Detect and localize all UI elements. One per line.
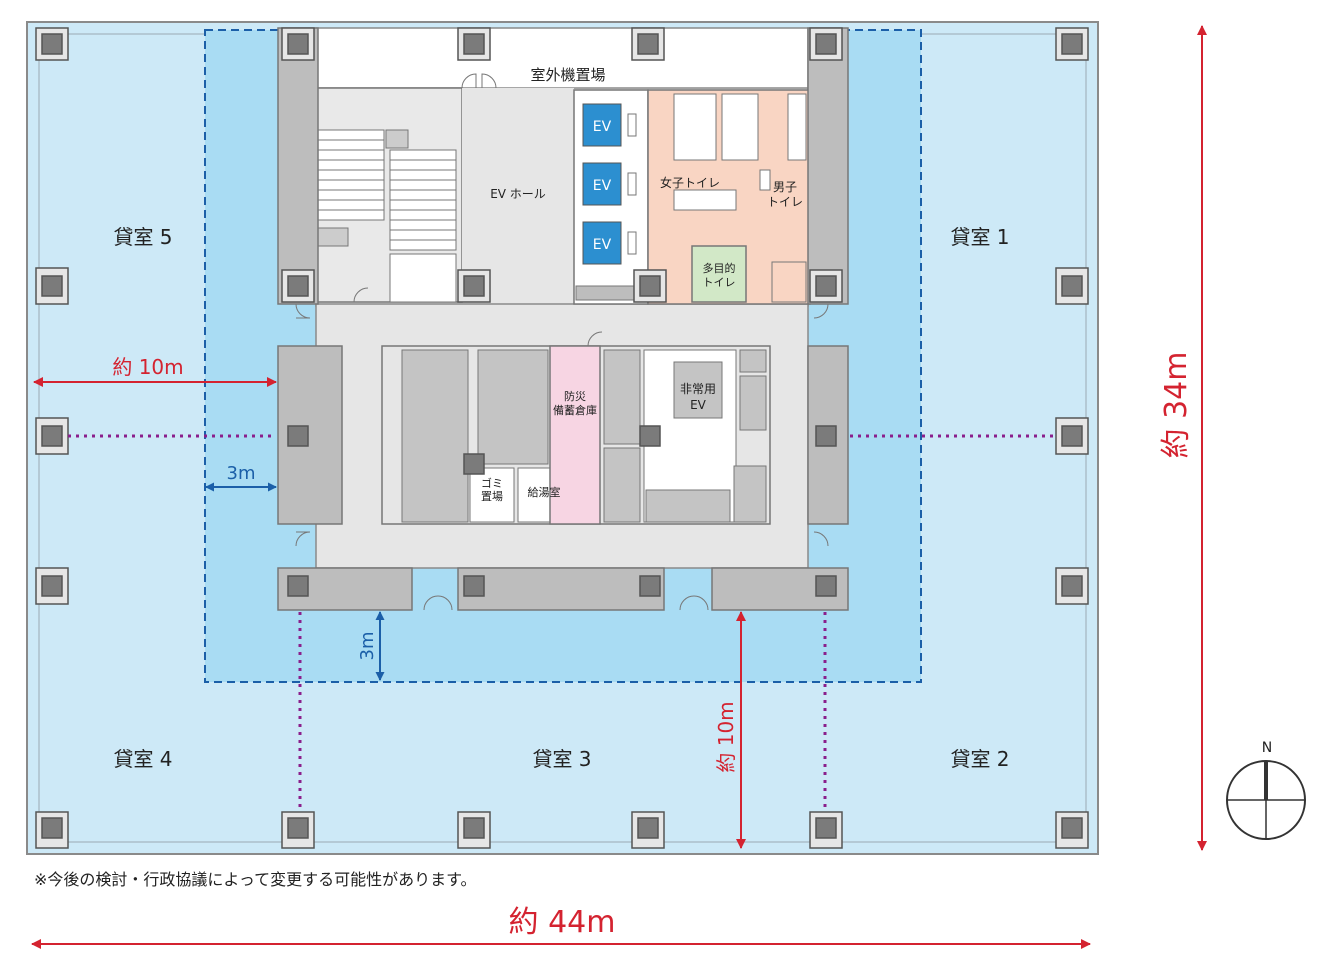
elevator-car-2 (582, 162, 622, 206)
elevator-pit-bar (575, 285, 641, 301)
mens-toilet-label-1: 男子 (773, 180, 797, 194)
mens-toilet-label-2: トイレ (767, 195, 803, 209)
width-total-label: 約 44m (509, 905, 616, 940)
womens-toilet-label: 女子トイレ (660, 175, 720, 190)
shaft-c (603, 349, 641, 445)
elevator-cwt-1 (627, 113, 637, 137)
ev3-label: EV (593, 237, 612, 253)
elevator-cwt-3 (627, 231, 637, 255)
outdoor-unit-label: 室外機置場 (530, 66, 605, 84)
core-wall-s (457, 567, 665, 611)
disaster-storage (549, 345, 601, 525)
storage-label-2: 備蓄倉庫 (553, 403, 597, 417)
emergency-ev-label-2: EV (690, 398, 707, 412)
shaft-d (603, 447, 641, 523)
core-wall-nw (277, 27, 319, 305)
emergency-ev-label-1: 非常用 (680, 382, 716, 396)
ev2-label: EV (593, 178, 612, 194)
stair-landing (389, 253, 457, 303)
shaft-e (739, 349, 767, 373)
shaft-small-2 (385, 129, 409, 149)
garbage-room (469, 467, 515, 523)
garbage-label-1: ゴミ (481, 476, 503, 490)
ev1-label: EV (593, 119, 612, 135)
kitchenette-label: 給湯室 (528, 485, 561, 499)
elevator-cwt-2 (627, 172, 637, 196)
shaft-f (739, 375, 767, 431)
south-depth-label: 約 10m (714, 701, 738, 772)
shaft-a (401, 349, 469, 523)
ev-hall (462, 88, 574, 302)
south-setback-label: 3m (357, 632, 378, 661)
shaft-h (645, 489, 731, 523)
multi-purpose-toilet (691, 245, 747, 303)
doors (295, 73, 829, 611)
emergency-ev-car (673, 361, 723, 419)
compass-north-label: N (1262, 740, 1272, 756)
room-4-label: 貸室 4 (113, 747, 172, 771)
west-setback-label: 3m (227, 463, 256, 484)
footnote: ※今後の検討・行政協議によって変更する可能性があります。 (34, 870, 477, 889)
garbage-label-2: 置場 (481, 490, 503, 503)
partition-lines (68, 434, 1056, 812)
storage-label-1: 防災 (564, 389, 586, 403)
shaft-small (317, 227, 349, 247)
room-1-label: 貸室 1 (950, 225, 1009, 249)
columns (35, 27, 1089, 849)
shaft-g (733, 465, 767, 523)
room-3-label: 貸室 3 (532, 747, 591, 771)
compass-icon (1226, 760, 1306, 840)
elevator-car-1 (582, 103, 622, 147)
multi-toilet-label-2: トイレ (703, 276, 736, 289)
toilet-stalls (673, 93, 807, 303)
core-wall-ne (807, 27, 849, 305)
elevator-car-3 (582, 221, 622, 265)
stair-steps-left (317, 129, 385, 221)
ev-hall-label: EV ホール (490, 187, 546, 201)
shaft-b (477, 349, 549, 465)
stair-steps-right (389, 149, 457, 251)
depth-total-label: 約 34m (1159, 352, 1194, 459)
room-2-label: 貸室 2 (950, 747, 1009, 771)
multi-toilet-label-1: 多目的 (703, 261, 736, 275)
room-5-label: 貸室 5 (113, 225, 172, 249)
west-depth-label: 約 10m (112, 355, 183, 379)
